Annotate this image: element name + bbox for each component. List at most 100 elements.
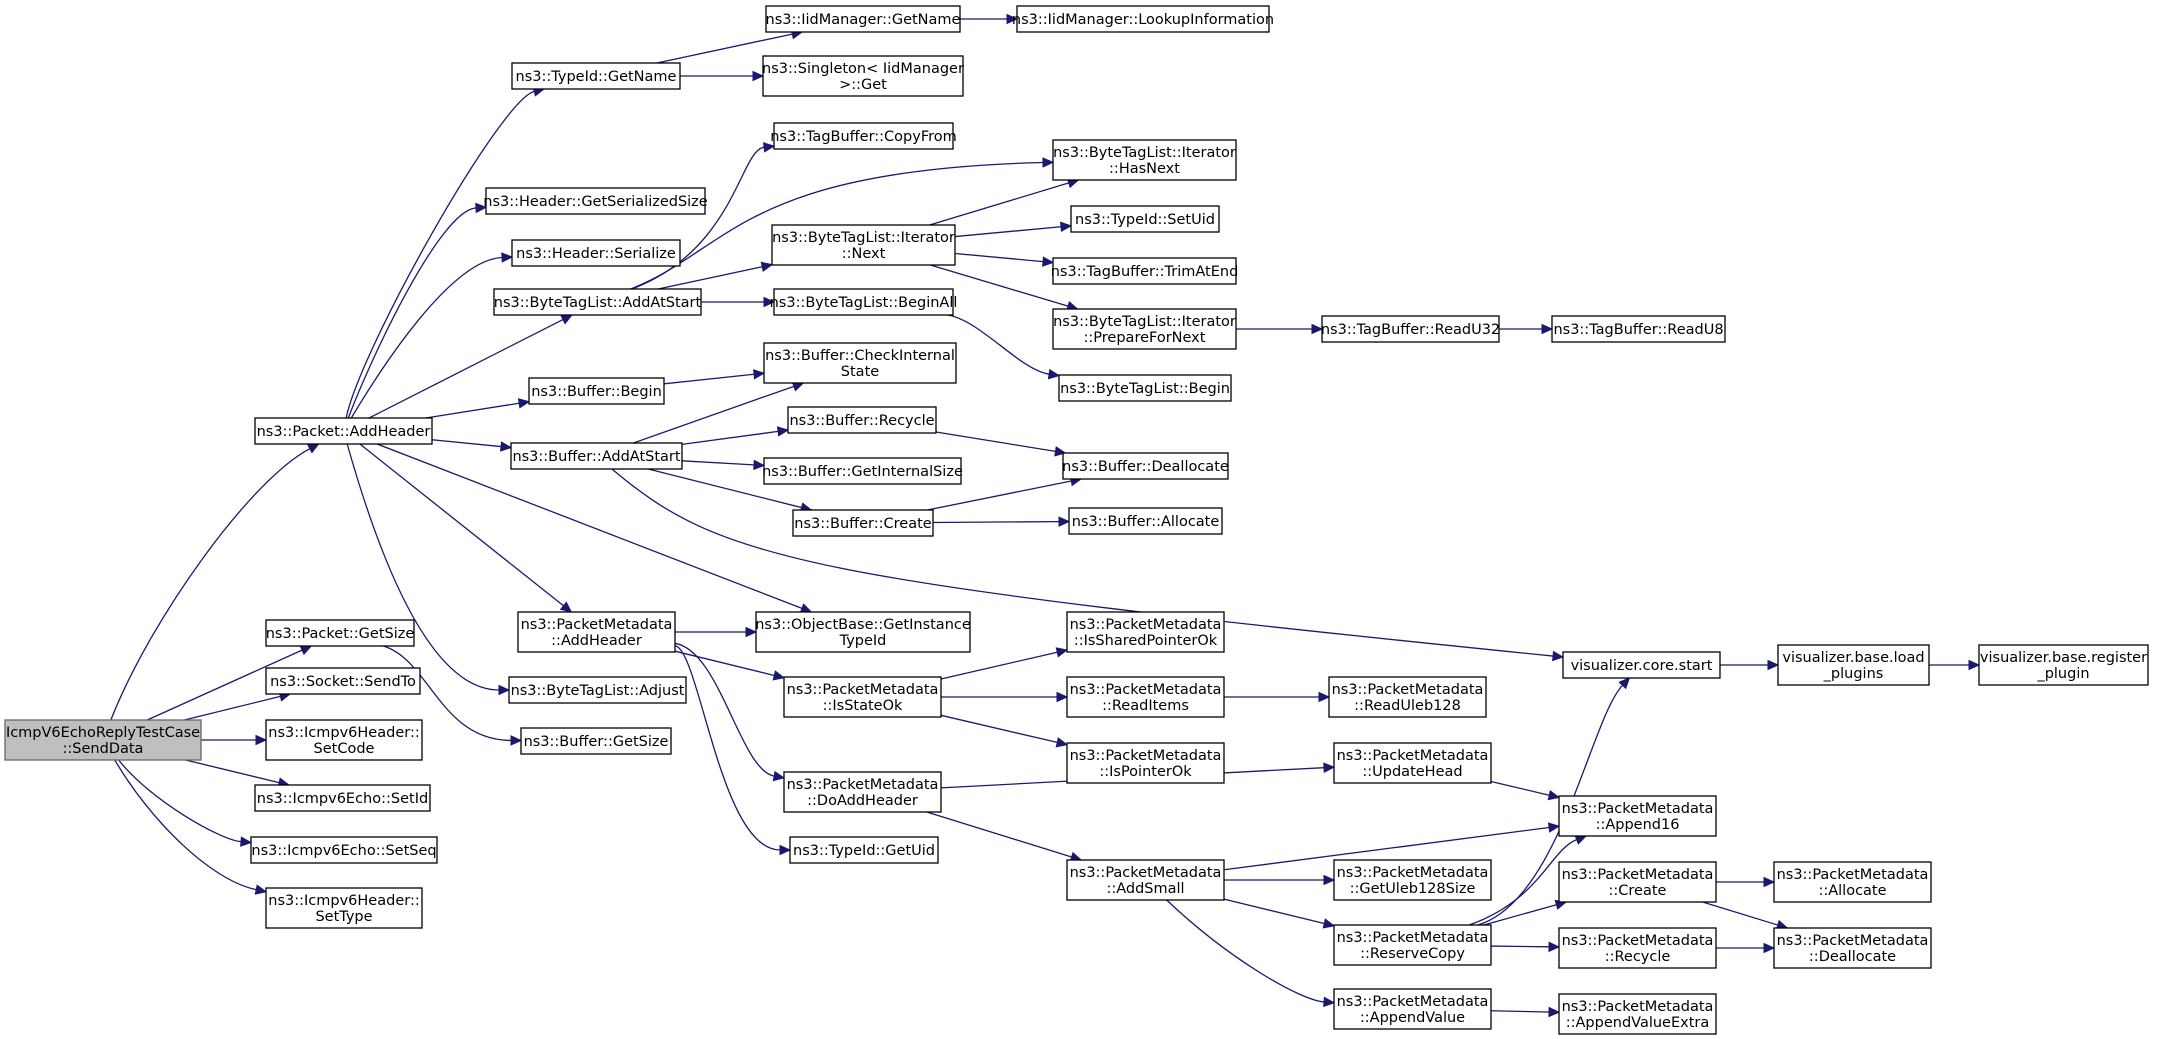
node-box[interactable] [763, 342, 957, 384]
node-buf-addatstart[interactable]: ns3::Buffer::AddAtStart [510, 442, 683, 470]
node-pm-ispointerok[interactable]: ns3::PacketMetadata::IsPointerOk [1066, 742, 1225, 784]
node-pm-getuleb[interactable]: ns3::PacketMetadata::GetUleb128Size [1333, 859, 1492, 901]
node-hdr-getser[interactable]: ns3::Header::GetSerializedSize [483, 187, 708, 215]
node-box[interactable] [520, 727, 672, 755]
node-box[interactable] [1333, 988, 1492, 1030]
node-pm-readuleb[interactable]: ns3::PacketMetadata::ReadUleb128 [1328, 676, 1487, 718]
node-box[interactable] [763, 457, 962, 485]
node-buf-deallocate[interactable]: ns3::Buffer::Deallocate [1062, 452, 1229, 480]
node-box[interactable] [789, 836, 939, 864]
node-box[interactable] [254, 784, 431, 812]
node-hdr-ser[interactable]: ns3::Header::Serialize [511, 239, 681, 267]
node-buf-getinternalsize[interactable]: ns3::Buffer::GetInternalSize [762, 457, 963, 485]
node-pm-deallocate[interactable]: ns3::PacketMetadata::Deallocate [1773, 927, 1932, 969]
node-box[interactable] [773, 122, 954, 150]
node-pm-reservecopy[interactable]: ns3::PacketMetadata::ReserveCopy [1333, 924, 1492, 966]
node-box[interactable] [4, 719, 202, 761]
node-box[interactable] [773, 288, 954, 316]
node-tb-trimatend[interactable]: ns3::TagBuffer::TrimAtEnd [1051, 257, 1239, 285]
node-pm-allocate[interactable]: ns3::PacketMetadata::Allocate [1773, 861, 1932, 903]
node-root[interactable]: IcmpV6EchoReplyTestCase::SendData [4, 719, 202, 761]
node-box[interactable] [1333, 742, 1492, 784]
node-icmp-settype[interactable]: ns3::Icmpv6Header::SetType [265, 887, 423, 929]
node-box[interactable] [1551, 315, 1726, 343]
node-viz-loadplugins[interactable]: visualizer.base.load_plugins [1777, 644, 1930, 686]
node-pm-issharedok[interactable]: ns3::PacketMetadata::IsSharedPointerOk [1066, 611, 1225, 653]
node-tb-readu8[interactable]: ns3::TagBuffer::ReadU8 [1551, 315, 1726, 343]
node-btl-adjust[interactable]: ns3::ByteTagList::Adjust [508, 676, 687, 704]
node-tb-readu32[interactable]: ns3::TagBuffer::ReadU32 [1321, 315, 1500, 343]
node-buf-create[interactable]: ns3::Buffer::Create [792, 509, 934, 537]
node-box[interactable] [783, 771, 942, 813]
node-btli-next[interactable]: ns3::ByteTagList::Iterator::Next [771, 224, 956, 266]
node-icmp-setcode[interactable]: ns3::Icmpv6Header::SetCode [265, 719, 423, 761]
node-typeid-getname[interactable]: ns3::TypeId::GetName [511, 62, 681, 90]
node-pm-readitems[interactable]: ns3::PacketMetadata::ReadItems [1066, 676, 1225, 718]
node-buf-recycle[interactable]: ns3::Buffer::Recycle [787, 406, 937, 434]
node-box[interactable] [1070, 205, 1220, 233]
node-box[interactable] [1333, 924, 1492, 966]
node-box[interactable] [1558, 861, 1717, 903]
node-pm-appendvalue[interactable]: ns3::PacketMetadata::AppendValue [1333, 988, 1492, 1030]
node-viz-core-start[interactable]: visualizer.core.start [1562, 651, 1721, 679]
node-sock-sendto[interactable]: ns3::Socket::SendTo [265, 667, 421, 695]
node-box[interactable] [1066, 611, 1225, 653]
node-box[interactable] [1062, 452, 1229, 480]
node-box[interactable] [265, 887, 423, 929]
node-box[interactable] [1773, 927, 1932, 969]
node-iid-lookup[interactable]: ns3::IidManager::LookupInformation [1012, 5, 1274, 33]
node-pm-doaddheader[interactable]: ns3::PacketMetadata::DoAddHeader [783, 771, 942, 813]
node-box[interactable] [250, 836, 438, 864]
node-box[interactable] [1066, 742, 1225, 784]
node-singleton-get[interactable]: ns3::Singleton< IidManager>::Get [762, 55, 964, 97]
node-btl-begin[interactable]: ns3::ByteTagList::Begin [1058, 374, 1232, 402]
node-box[interactable] [1066, 676, 1225, 718]
node-box[interactable] [1066, 859, 1225, 901]
node-box[interactable] [1016, 5, 1270, 33]
node-box[interactable] [765, 5, 961, 33]
node-box[interactable] [485, 187, 706, 215]
node-box[interactable] [1558, 795, 1717, 837]
node-btl-addatstart[interactable]: ns3::ByteTagList::AddAtStart [493, 288, 702, 316]
node-box[interactable] [511, 239, 681, 267]
node-box[interactable] [1052, 308, 1237, 350]
node-box[interactable] [1773, 861, 1932, 903]
node-viz-register[interactable]: visualizer.base.register_plugin [1978, 644, 2149, 686]
node-box[interactable] [762, 55, 964, 97]
node-typeid-setuid[interactable]: ns3::TypeId::SetUid [1070, 205, 1220, 233]
node-pm-addsmall[interactable]: ns3::PacketMetadata::AddSmall [1066, 859, 1225, 901]
node-buf-getsize[interactable]: ns3::Buffer::GetSize [520, 727, 672, 755]
node-box[interactable] [254, 417, 433, 445]
node-btl-beginall[interactable]: ns3::ByteTagList::BeginAll [770, 288, 958, 316]
node-pm-recycle[interactable]: ns3::PacketMetadata::Recycle [1558, 927, 1717, 969]
node-box[interactable] [493, 288, 702, 316]
node-iid-getname[interactable]: ns3::IidManager::GetName [765, 5, 961, 33]
node-box[interactable] [511, 62, 681, 90]
node-echo-setseq[interactable]: ns3::Icmpv6Echo::SetSeq [250, 836, 438, 864]
node-box[interactable] [517, 611, 676, 653]
node-box[interactable] [265, 619, 415, 647]
node-box[interactable] [265, 667, 421, 695]
node-tb-copyfrom[interactable]: ns3::TagBuffer::CopyFrom [770, 122, 957, 150]
node-pm-appendvalueextra[interactable]: ns3::PacketMetadata::AppendValueExtra [1558, 993, 1717, 1035]
node-pm-addheader[interactable]: ns3::PacketMetadata::AddHeader [517, 611, 676, 653]
node-box[interactable] [265, 719, 423, 761]
node-box[interactable] [783, 676, 942, 718]
node-box[interactable] [1052, 257, 1237, 285]
node-buf-begin[interactable]: ns3::Buffer::Begin [528, 377, 665, 405]
node-buf-allocate[interactable]: ns3::Buffer::Allocate [1068, 507, 1223, 535]
node-btli-hasnext[interactable]: ns3::ByteTagList::Iterator::HasNext [1052, 139, 1237, 181]
node-pkt-getsize[interactable]: ns3::Packet::GetSize [265, 619, 415, 647]
node-typeid-getuid[interactable]: ns3::TypeId::GetUid [789, 836, 939, 864]
node-box[interactable] [1068, 507, 1223, 535]
node-pkt-addheader[interactable]: ns3::Packet::AddHeader [254, 417, 433, 445]
node-box[interactable] [755, 611, 971, 653]
node-box[interactable] [1321, 315, 1500, 343]
node-box[interactable] [1558, 993, 1717, 1035]
node-box[interactable] [1328, 676, 1487, 718]
node-box[interactable] [787, 406, 937, 434]
node-box[interactable] [528, 377, 665, 405]
node-box[interactable] [1333, 859, 1492, 901]
node-btli-prepare[interactable]: ns3::ByteTagList::Iterator::PrepareForNe… [1052, 308, 1237, 350]
